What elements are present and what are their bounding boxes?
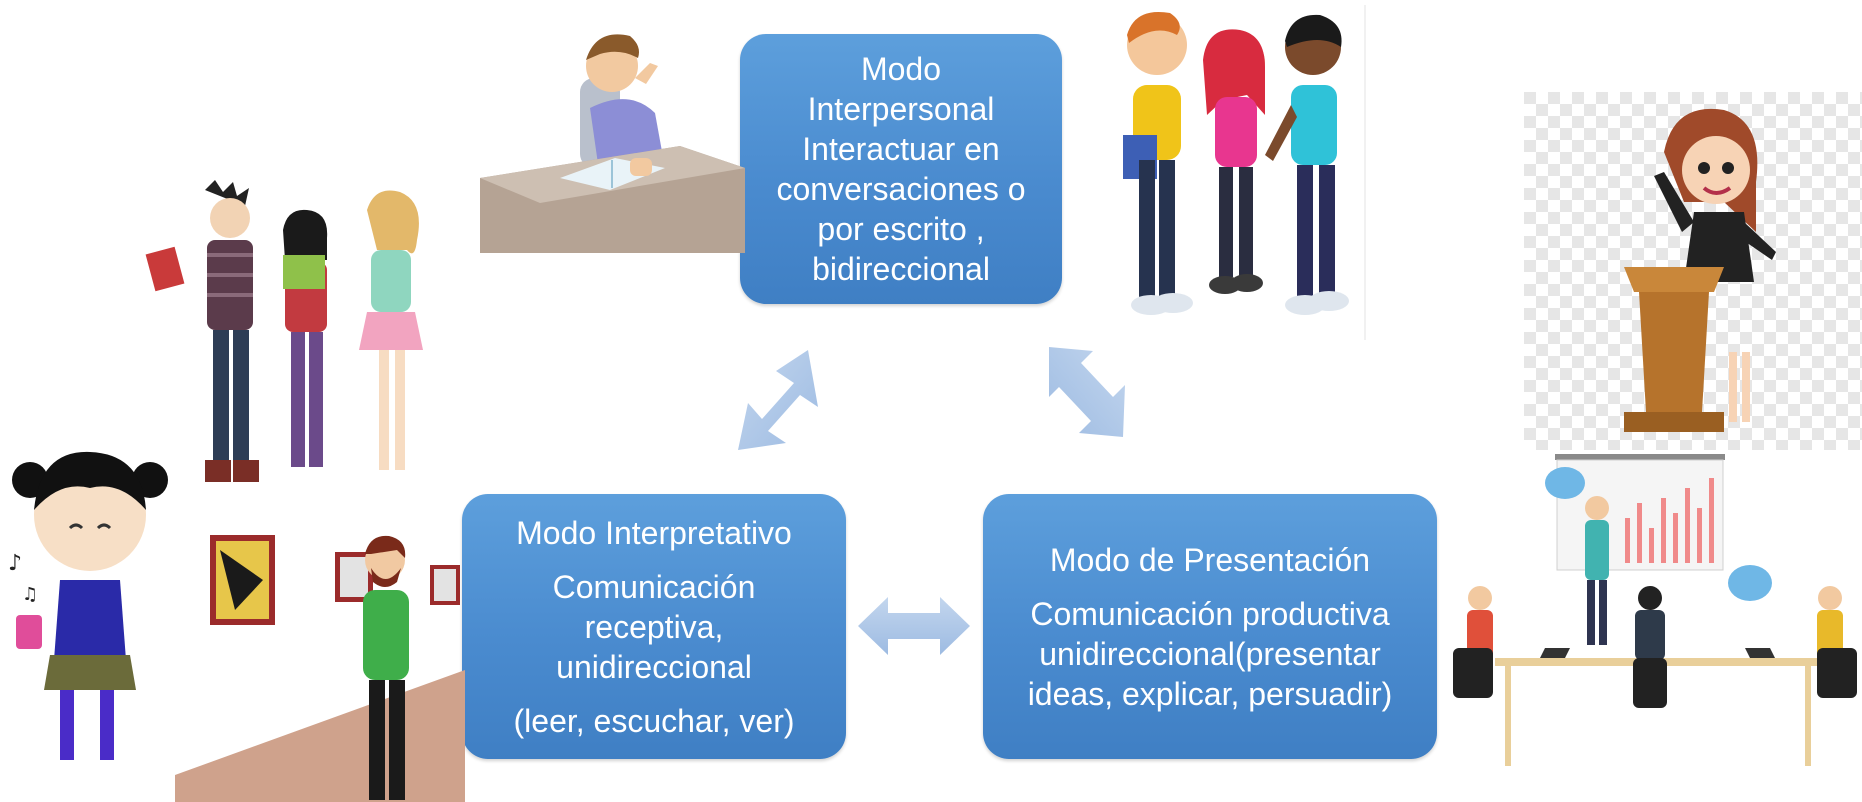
presentation-meeting-illustration (1453, 454, 1857, 766)
interpersonal-line-1: Interactuar en (802, 131, 1000, 167)
interpretive-line-1: Comunicación (552, 568, 756, 605)
interpretive-mode-box: Modo Interpretativo Comunicación recepti… (462, 494, 846, 759)
presentational-line-2: unidireccional(presentar (1039, 635, 1381, 672)
presentational-line-1: Comunicación productiva (1030, 595, 1390, 632)
svg-text:♪: ♪ (8, 551, 22, 576)
interpretive-line-3: unidireccional (556, 648, 752, 685)
svg-text:♫: ♫ (22, 584, 38, 605)
interpersonal-title-line2: Interpersonal (807, 91, 995, 127)
presentational-mode-box: Modo de Presentación Comunicación produc… (983, 494, 1437, 759)
interpersonal-mode-box: Modo Interpersonal Interactuar en conver… (740, 34, 1062, 304)
double-arrow-top-right-icon (1049, 347, 1125, 437)
interpretive-title: Modo Interpretativo (516, 514, 792, 551)
interpersonal-line-3: por escrito , (817, 211, 985, 247)
interpretive-extra: (leer, escuchar, ver) (513, 702, 795, 739)
presentational-title: Modo de Presentación (1049, 541, 1371, 578)
music-girl-illustration: ♪ ♫ (8, 451, 168, 760)
presentational-line-3: ideas, explicar, persuadir) (1027, 675, 1393, 712)
double-arrow-top-left-icon (738, 350, 818, 450)
interpretive-line-2: receptiva, (584, 608, 724, 645)
talking-friends-illustration (1123, 5, 1366, 340)
interpersonal-line-2: conversaciones o (776, 171, 1026, 207)
double-arrow-horizontal-icon (858, 597, 970, 655)
interpersonal-title: Modo (860, 51, 942, 87)
speaker-podium-illustration (1524, 92, 1862, 450)
reading-student-illustration (480, 34, 745, 253)
museum-visitor-illustration (175, 535, 465, 802)
interpersonal-line-4: bidireccional (812, 251, 990, 287)
reading-teens-illustration (145, 180, 423, 482)
